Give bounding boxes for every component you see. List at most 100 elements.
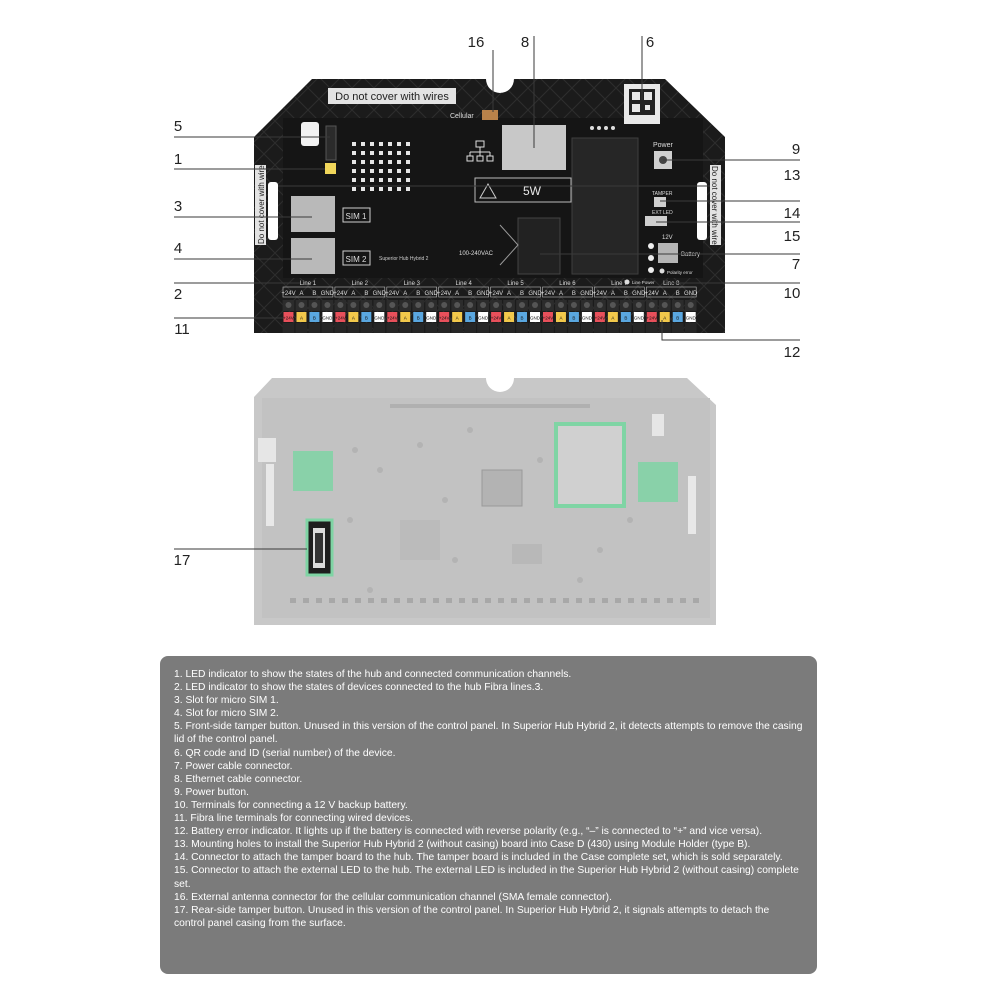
- terminal-color-tag: [413, 312, 424, 322]
- hub-led-indicator: [325, 163, 336, 174]
- rear-terminal-pad: [498, 598, 504, 603]
- legend-item: 14. Connector to attach the tamper board…: [174, 852, 783, 864]
- rear-terminal-pad: [472, 598, 478, 603]
- terminal-color-tag: [555, 312, 566, 322]
- legend-item: 17. Rear-side tamper button. Unused in t…: [174, 904, 770, 929]
- callout-5: 5: [174, 118, 182, 135]
- terminal-tag-label: A: [352, 316, 355, 321]
- rear-terminal-pad: [693, 598, 699, 603]
- terminal-header: +24V: [489, 291, 503, 297]
- terminal-screw-head: [337, 302, 344, 308]
- callout-8: 8: [521, 34, 529, 51]
- terminal-tag-label: GND: [582, 316, 593, 321]
- terminal-screw-head: [402, 302, 409, 308]
- rear-terminal-pad: [563, 598, 569, 603]
- line-terminal-frame: [594, 286, 645, 298]
- terminal-body: [282, 323, 295, 333]
- terminal-body: [658, 323, 671, 333]
- sim1-label: SIM 1: [346, 212, 367, 221]
- terminal-tag-label: A: [456, 316, 459, 321]
- terminal-header: A: [507, 291, 511, 297]
- terminal-screw-head: [415, 302, 422, 308]
- legend-item: 6. QR code and ID (serial number) of the…: [174, 747, 396, 759]
- terminal-tag-label: B: [624, 316, 627, 321]
- terminal-tag-label: +24V: [283, 316, 294, 321]
- rear-terminal-pad: [485, 598, 491, 603]
- line-label: Line 2: [352, 281, 369, 287]
- rear-terminal-pad: [459, 598, 465, 603]
- callout-16: 16: [468, 34, 485, 51]
- terminal-screw-head: [570, 302, 577, 308]
- terminal-screw-head: [687, 302, 694, 308]
- terminal-header: B: [312, 291, 316, 297]
- callout-2: 2: [174, 286, 182, 303]
- terminal-header: A: [611, 291, 615, 297]
- line-terminal-frame: [438, 286, 489, 298]
- rear-terminal-pad: [524, 598, 530, 603]
- rear-terminal-pad: [615, 598, 621, 603]
- terminal-header: +24V: [593, 291, 607, 297]
- sim2-label-box: [342, 250, 371, 266]
- terminal-color-tag: [607, 312, 618, 322]
- legend-item: 16. External antenna connector for the c…: [174, 891, 612, 903]
- callout-9: 9: [792, 141, 800, 158]
- legend-panel: 1. LED indicator to show the states of t…: [160, 656, 817, 974]
- terminal-header: A: [663, 291, 667, 297]
- rear-terminal-pad: [342, 598, 348, 603]
- terminal-tag-label: B: [572, 316, 575, 321]
- terminal-header: A: [351, 291, 355, 297]
- terminal-body: [581, 323, 593, 333]
- rear-terminal-pad: [654, 598, 660, 603]
- terminal-color-tag: [322, 312, 333, 322]
- battery-terminals: [658, 243, 678, 263]
- rear-terminal-pad: [407, 598, 413, 603]
- terminal-body: [619, 323, 632, 333]
- terminal-color-tag: [283, 312, 294, 322]
- terminal-screw-head: [311, 302, 318, 308]
- terminal-body: [529, 323, 541, 333]
- legend-item: 12. Battery error indicator. It lights u…: [174, 826, 763, 838]
- left-warning-label: Do not cover with wires: [255, 161, 266, 245]
- legend-item: 7. Power cable connector.: [174, 760, 293, 772]
- terminal-body: [542, 323, 554, 333]
- polarity-error-led: [659, 268, 665, 274]
- terminal-color-tag: [685, 312, 696, 322]
- terminal-tag-label: A: [508, 316, 511, 321]
- terminal-color-tag: [659, 312, 670, 322]
- rear-terminal-pad: [355, 598, 361, 603]
- callout-4: 4: [174, 240, 182, 257]
- terminal-color-tag: [309, 312, 320, 322]
- mounting-hole-left: [268, 182, 278, 240]
- terminal-tag-label: A: [663, 316, 666, 321]
- terminal-screw-head: [285, 302, 292, 308]
- callout-3: 3: [174, 198, 182, 215]
- callout-numbers: 16 8 6 5 1 3 4 2 11 9 13 14 15 7 10 12 1…: [174, 34, 801, 569]
- terminal-screw-head: [376, 302, 383, 308]
- terminal-header: +24V: [281, 291, 295, 297]
- terminal-tag-label: B: [313, 316, 316, 321]
- terminal-screw-head: [557, 302, 564, 308]
- terminal-screw-head: [609, 302, 616, 308]
- terminal-tag-label: B: [676, 316, 679, 321]
- line-label: Line 7: [611, 281, 628, 287]
- terminal-color-tag: [426, 312, 437, 322]
- terminal-tag-label: B: [469, 316, 472, 321]
- terminal-body: [295, 323, 308, 333]
- ext-led-connector: [645, 216, 667, 226]
- top-warning-label-bg: [328, 88, 456, 104]
- terminal-color-tag: [361, 312, 372, 322]
- terminal-body: [490, 323, 502, 333]
- right-warning-label: Do not cover with wires: [710, 165, 721, 249]
- terminal-screw-head: [674, 302, 681, 308]
- terminal-body: [451, 323, 464, 333]
- rear-terminal-pad: [628, 598, 634, 603]
- terminal-body: [321, 323, 334, 333]
- terminal-tag-label: +24V: [439, 316, 450, 321]
- svg-text:Do not cover with wires: Do not cover with wires: [257, 161, 266, 244]
- line-terminal-frame: [282, 286, 334, 298]
- terminal-color-tag: [296, 312, 307, 322]
- power-module: [517, 217, 561, 275]
- terminal-body: [568, 323, 580, 333]
- terminal-header: B: [520, 291, 524, 297]
